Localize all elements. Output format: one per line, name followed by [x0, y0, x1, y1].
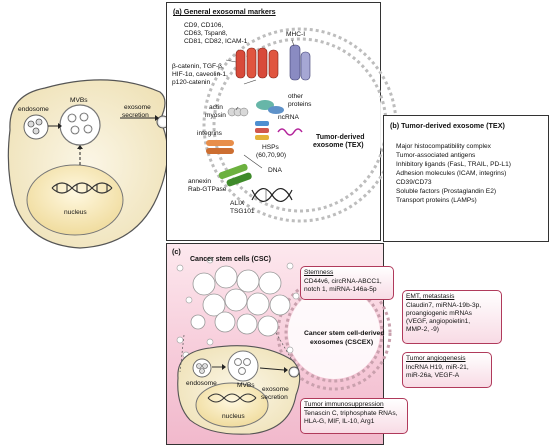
annexin-label-2: Rab-GTPase: [188, 186, 227, 193]
csc-nucleus-label: nucleus: [222, 413, 245, 420]
immunosuppression-line-2: HLA-G, MIF, IL-10, Arg1: [304, 418, 375, 425]
immunosuppression-title: Tumor immunosuppression: [304, 401, 384, 408]
angiogenesis-line-2: miR-26a, VEGF-A: [406, 372, 460, 379]
panel-a-title: (a) General exosomal markers: [173, 7, 276, 16]
emt-line-2: proangiogenic mRNAs: [406, 310, 472, 317]
actin-label-1: actin: [209, 104, 223, 111]
signaling-label-2: HIF-1α, caveolin-1,: [172, 71, 228, 78]
emt-line-1: Claudin7, miRNA-19b-3p,: [406, 302, 482, 309]
actin-myosin-icon: [227, 107, 249, 117]
alix-label-2: TSG101: [230, 208, 255, 215]
dna-helix-icon: [51, 182, 113, 194]
csc-endosome-label: endosome: [186, 380, 217, 387]
nucleus-label: nucleus: [64, 209, 87, 216]
panel-c-title: (c): [172, 247, 181, 256]
stemness-line-2: notch 1, miRNA-146a-5p: [304, 286, 377, 293]
actin-label-2: myosin: [205, 112, 226, 119]
emt-title: EMT, metastasis: [406, 293, 455, 300]
dna-icon: [251, 188, 293, 202]
integrins-label: integrins: [197, 130, 222, 137]
nucleus-shape: [26, 164, 124, 236]
tex-item-1: Major histocompatibility complex: [396, 143, 491, 150]
cscex-label-2: exosomes (CSCEX): [310, 339, 374, 346]
other-proteins-label-1: other: [288, 93, 304, 100]
mvbs-label: MVBs: [70, 97, 88, 104]
mhc-i-icon: [289, 44, 311, 81]
mhc-label: MHC-I: [286, 31, 306, 38]
alix-label-1: ALIX: [230, 200, 245, 207]
stemness-title: Stemness: [304, 269, 334, 276]
signaling-label-1: β-catenin, TGF-β,: [172, 63, 224, 70]
angiogenesis-line-1: lncRNA H19, miR-21,: [406, 364, 469, 371]
other-proteins-label-2: proteins: [288, 101, 312, 108]
stemness-box: Stemness CD44v6, circRNA-ABCC1, notch 1,…: [300, 266, 394, 300]
ncrna-label: ncRNA: [278, 114, 299, 121]
tex-item-6: Soluble factors (Prostaglandin E2): [396, 188, 497, 195]
tex-item-4: Adhesion molecules (ICAM, integrins): [396, 170, 507, 177]
csc-mvbs-label: MVBs: [237, 382, 255, 389]
dna-label: DNA: [268, 167, 282, 174]
tex-label-1: Tumor-derived: [316, 134, 365, 141]
annexin-label-1: annexin: [188, 178, 212, 185]
csc-label: Cancer stem cells (CSC): [190, 256, 271, 263]
annexin-icon: [218, 163, 252, 187]
ncrna-icon: [277, 128, 303, 136]
tex-item-7: Transport proteins (LAMPs): [396, 197, 477, 204]
hsps-label-2: (60,70,90): [256, 152, 287, 159]
tex-label-2: exosome (TEX): [313, 142, 364, 149]
emt-line-3: (VEGF, angiopoietin1,: [406, 318, 471, 325]
panel-b-title: (b) Tumor-derived exosome (TEX): [390, 121, 505, 130]
csc-secretion-label-1: exosome: [262, 386, 289, 393]
other-proteins-icon: [256, 100, 284, 114]
csc-secretion-label-2: secretion: [261, 394, 288, 401]
tetraspanin-label-1: CD9, CD106,: [184, 22, 224, 29]
exosome-secretion-label-2: secretion: [122, 112, 149, 119]
tetraspanin-label-3: CD81, CD82, ICAM-1: [184, 38, 248, 45]
tex-item-2: Tumor-associated antigens: [396, 152, 476, 159]
endosome-label: endosome: [18, 106, 49, 113]
tetraspanin-label-2: CD63, Tspan8,: [184, 30, 228, 37]
angiogenesis-box: Tumor angiogenesis lncRNA H19, miR-21, m…: [402, 352, 492, 388]
csc-cluster: [190, 265, 291, 337]
panel-tex-contents: [383, 115, 549, 242]
tex-item-5: CD39/CD73: [396, 179, 432, 186]
signaling-label-3: p120-catenin: [172, 79, 211, 86]
stemness-line-1: CD44v6, circRNA-ABCC1,: [304, 278, 382, 285]
hsps-label-1: HSPs: [262, 144, 279, 151]
angiogenesis-title: Tumor angiogenesis: [406, 355, 466, 362]
exosome-secretion-label-1: exosome: [124, 104, 151, 111]
immunosuppression-line-1: Tenascin C, triphosphate RNAs,: [304, 410, 398, 417]
tetraspanin-icon: [235, 47, 279, 79]
emt-box: EMT, metastasis Claudin7, miRNA-19b-3p, …: [402, 290, 502, 344]
immunosuppression-box: Tumor immunosuppression Tenascin C, trip…: [300, 398, 408, 434]
tex-item-3: Inhibitory ligands (FasL, TRAIL, PD-L1): [396, 161, 511, 168]
emt-line-4: MMP-2, -9): [406, 326, 439, 333]
hsp-icon: [255, 121, 269, 140]
integrins-icon: [206, 140, 234, 154]
cscex-label-1: Cancer stem cell-derived: [304, 330, 385, 337]
